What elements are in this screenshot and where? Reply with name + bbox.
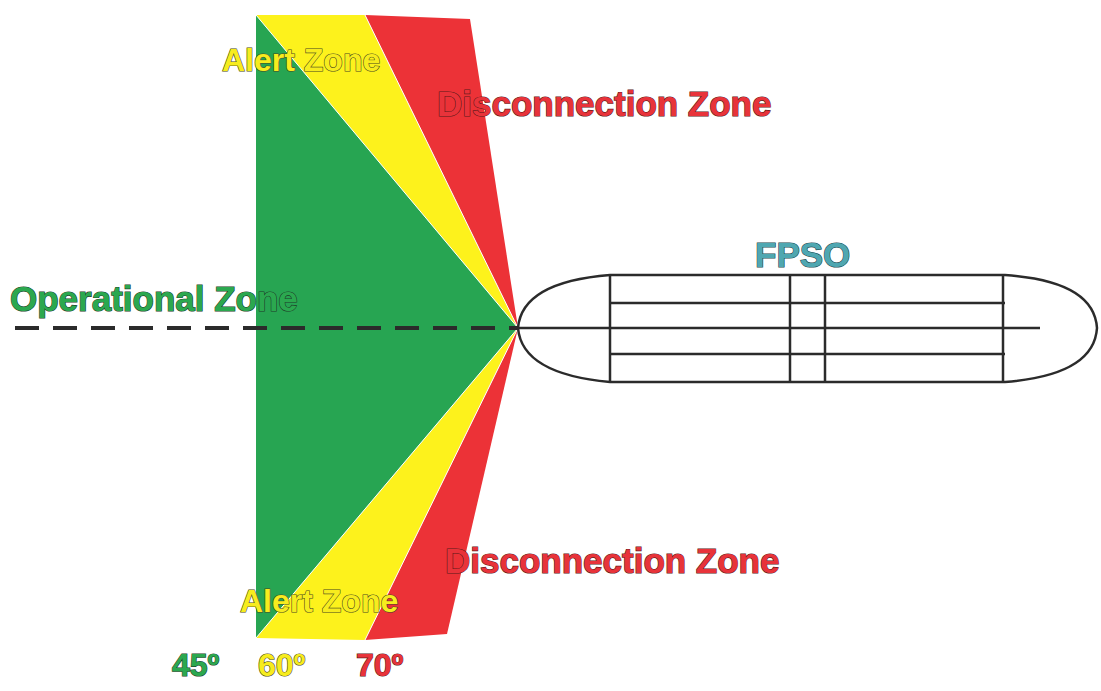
zone-label: Disconnection Zone [437,86,771,121]
heading-line [15,326,518,330]
fpso-hull [518,275,1097,382]
angle-label: 45º [172,649,219,681]
zone-label: Alert Zone [240,585,398,617]
sector-boundary [365,15,518,328]
zone-label: Operational Zone [10,281,298,316]
angle-label: 60º [258,649,305,681]
zone-label: Alert Zone [222,44,380,76]
vessel-label: FPSO [755,237,850,272]
zone-label: Disconnection Zone [445,543,779,578]
angle-label: 70º [356,649,403,681]
